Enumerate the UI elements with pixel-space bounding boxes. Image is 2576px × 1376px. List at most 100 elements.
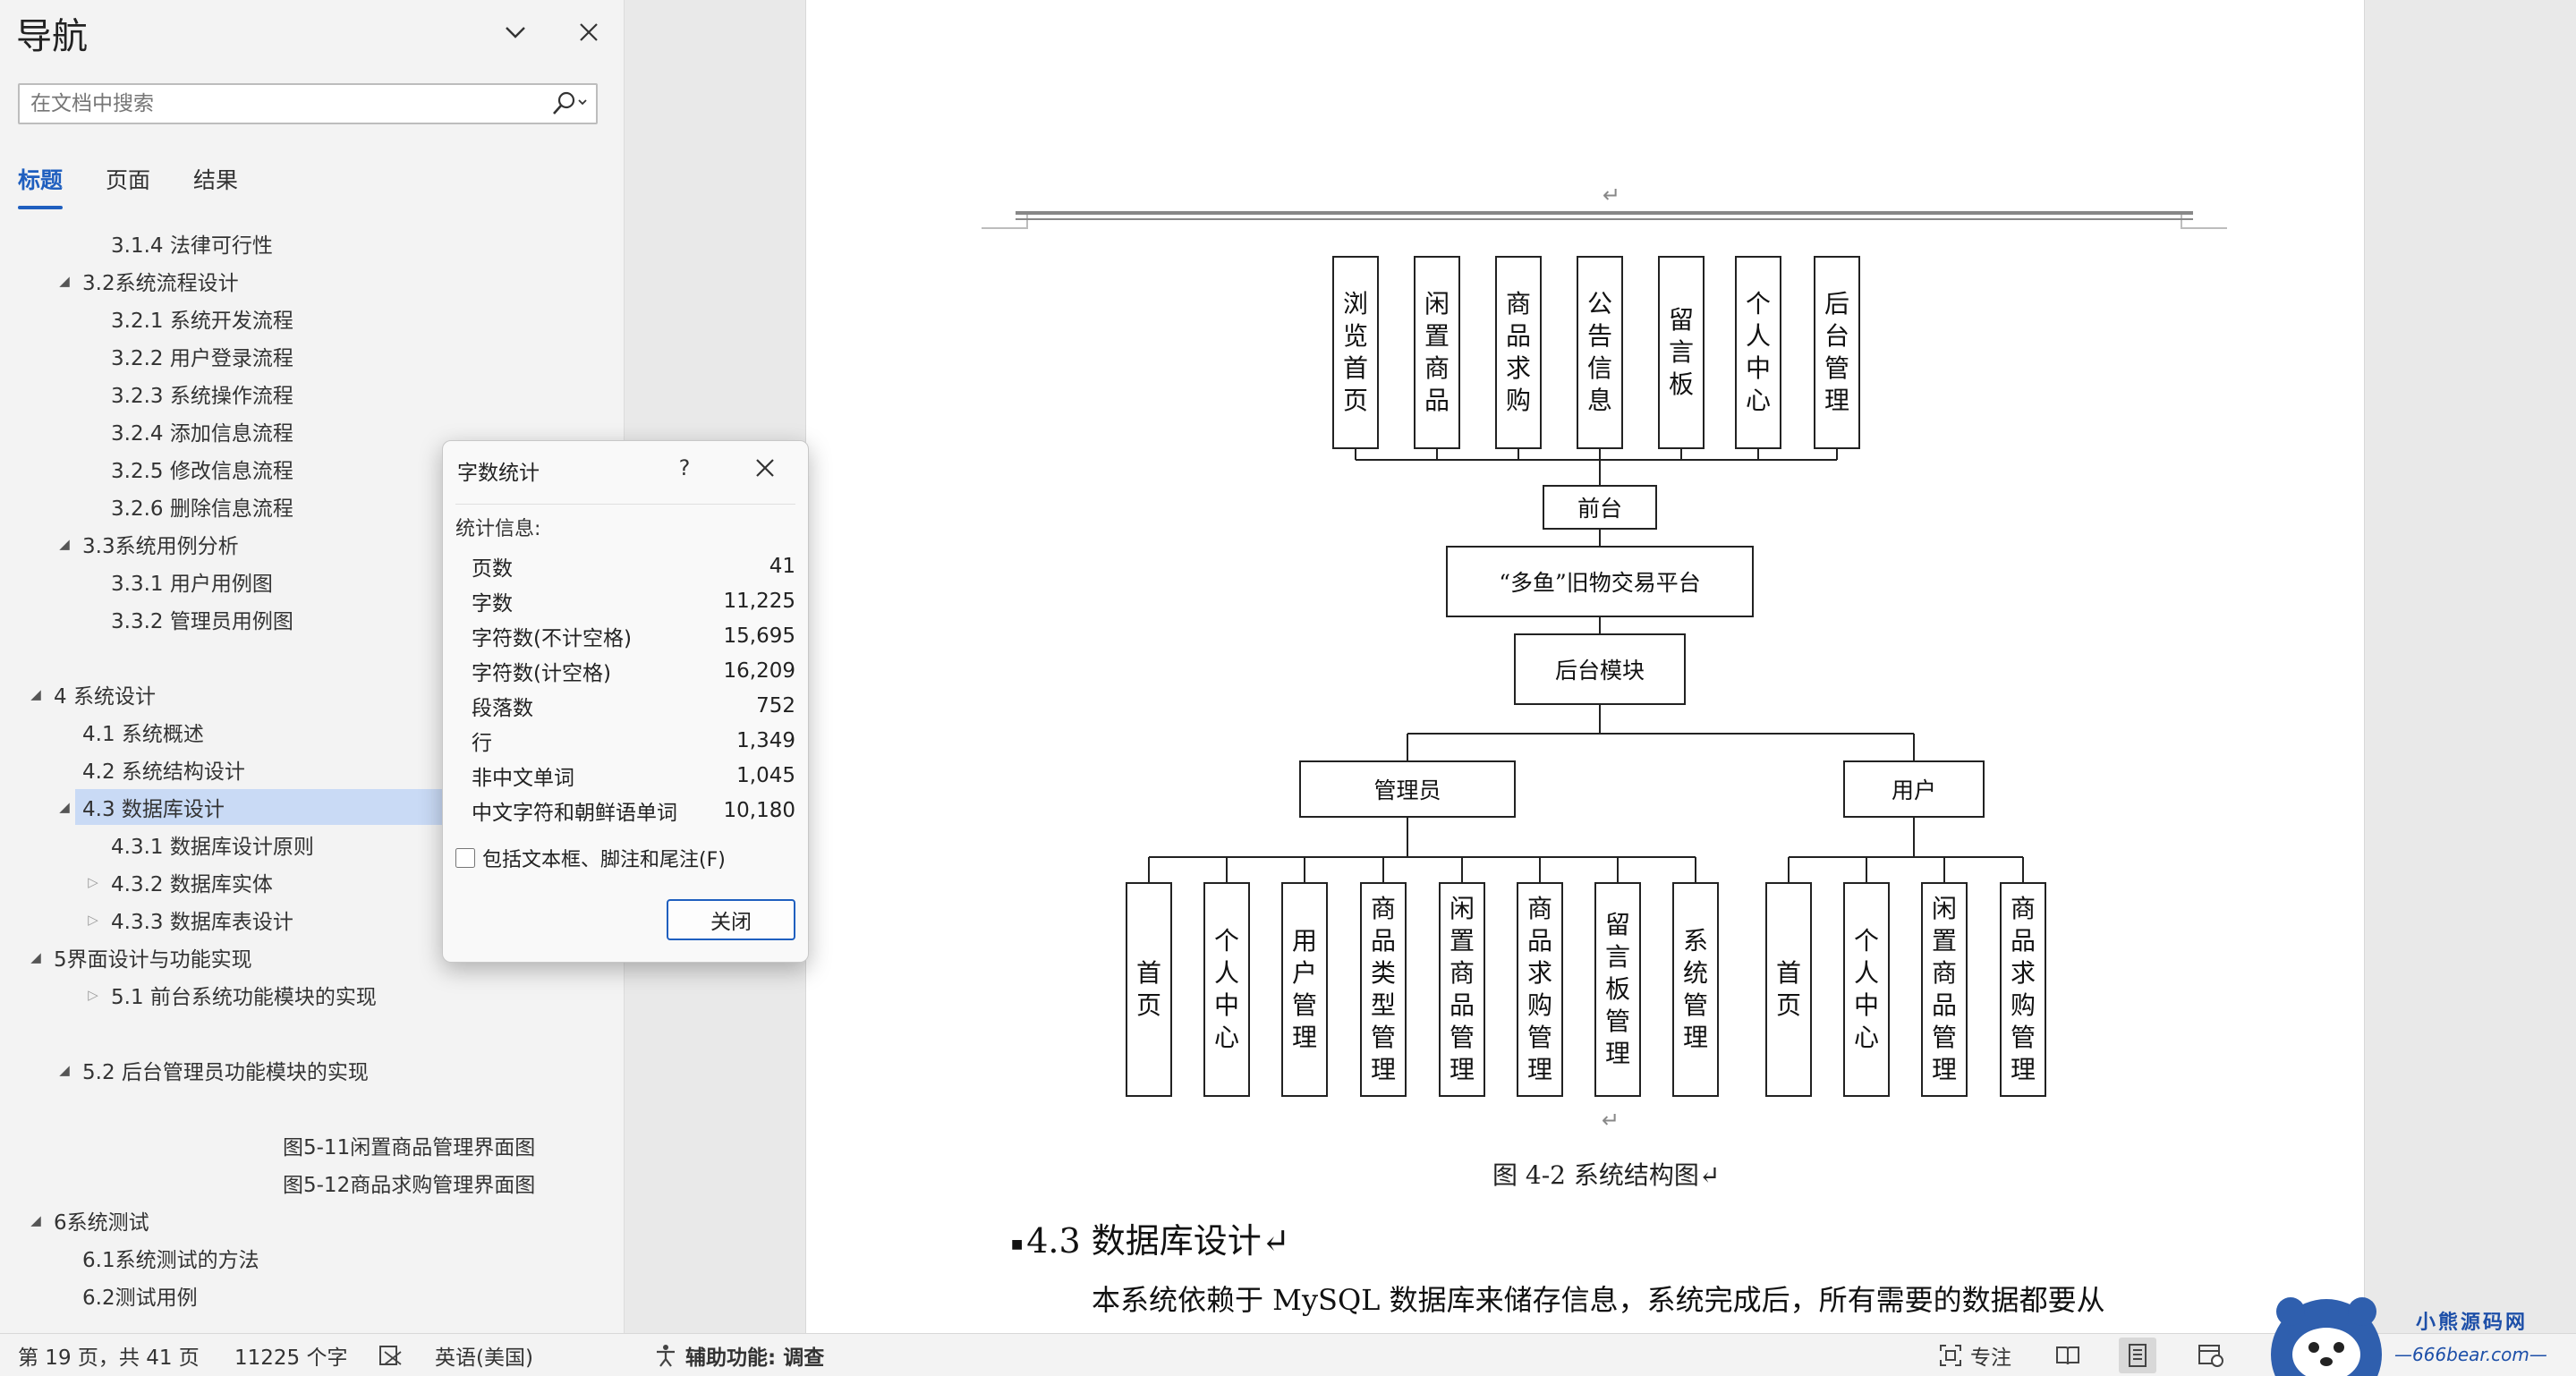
- nav-close-button[interactable]: [571, 14, 607, 50]
- stat-row: 字符数(计空格)16,209: [472, 653, 795, 688]
- nav-item[interactable]: 6.1系统测试的方法: [82, 1240, 259, 1276]
- nav-item[interactable]: 3.2.6 删除信息流程: [111, 488, 293, 524]
- diagram-connectors: [1148, 449, 2024, 882]
- stat-label: 中文字符和朝鲜语单词: [472, 801, 677, 825]
- crop-mark: [982, 227, 1028, 229]
- stat-value: 752: [756, 693, 795, 718]
- help-button[interactable]: ?: [678, 455, 691, 480]
- nav-item[interactable]: 3.2.1 系统开发流程: [111, 301, 293, 336]
- search-input[interactable]: [20, 85, 548, 123]
- nav-item-label: 4 系统设计: [54, 685, 156, 709]
- stats-heading: 统计信息:: [455, 518, 541, 540]
- crop-mark: [1026, 211, 1028, 229]
- nav-item-label: 4.3 数据库设计: [82, 798, 225, 821]
- expanded-arrow-icon[interactable]: ◢: [30, 686, 41, 702]
- stat-label: 字数: [472, 591, 513, 616]
- collapsed-arrow-icon[interactable]: ▷: [88, 987, 98, 1003]
- section-heading-text: 4.3 数据库设计↵: [1026, 1221, 1290, 1261]
- chevron-down-icon: [506, 27, 525, 38]
- stat-value: 1,045: [736, 763, 795, 787]
- nav-item[interactable]: 3.3.1 用户用例图: [111, 564, 273, 599]
- tab-headings[interactable]: 标题: [18, 163, 64, 209]
- expanded-arrow-icon[interactable]: ◢: [59, 273, 70, 289]
- nav-item[interactable]: 5界面设计与功能实现: [54, 939, 252, 975]
- tab-results[interactable]: 结果: [193, 167, 239, 193]
- nav-item-label: 5.2 后台管理员功能模块的实现: [82, 1061, 369, 1084]
- stat-value: 15,695: [723, 624, 795, 648]
- stat-label: 行: [472, 731, 492, 755]
- nav-item[interactable]: 3.2系统流程设计: [82, 263, 239, 299]
- page-info[interactable]: 第 19 页，共 41 页: [18, 1346, 200, 1370]
- nav-item[interactable]: 3.2.2 用户登录流程: [111, 338, 293, 374]
- focus-mode-button[interactable]: 专注: [1938, 1334, 2011, 1376]
- front-module-box: 后台管理: [1814, 256, 1860, 449]
- nav-item[interactable]: 5.1 前台系统功能模块的实现: [111, 977, 377, 1013]
- nav-item[interactable]: 3.3系统用例分析: [82, 526, 239, 562]
- crop-mark: [2181, 211, 2182, 229]
- collapsed-arrow-icon[interactable]: ▷: [88, 912, 98, 928]
- user-box: 用户: [1843, 760, 1985, 818]
- stat-row: 字符数(不计空格)15,695: [472, 618, 795, 653]
- header-rule: [1016, 218, 2193, 220]
- language-status[interactable]: 英语(美国): [435, 1346, 533, 1370]
- backend-box: 后台模块: [1514, 633, 1686, 705]
- front-module-box: 闲置商品: [1414, 256, 1460, 449]
- nav-item[interactable]: 4 系统设计: [54, 676, 156, 712]
- nav-item-label: 4.3.3 数据库表设计: [111, 911, 293, 934]
- nav-item[interactable]: 3.2.4 添加信息流程: [111, 413, 293, 449]
- platform-box: “多鱼”旧物交易平台: [1446, 546, 1754, 617]
- nav-item[interactable]: 4.3 数据库设计: [75, 789, 442, 825]
- nav-item[interactable]: 3.2.3 系统操作流程: [111, 376, 293, 412]
- expanded-arrow-icon[interactable]: ◢: [59, 1062, 70, 1078]
- expanded-arrow-icon[interactable]: ◢: [30, 1212, 41, 1228]
- nav-tabs: 标题 页面 结果: [18, 163, 238, 209]
- web-layout-button[interactable]: [2192, 1338, 2230, 1373]
- stat-value: 11,225: [723, 589, 795, 613]
- search-button[interactable]: [544, 87, 594, 121]
- nav-item[interactable]: 4.3.2 数据库实体: [111, 864, 273, 900]
- expanded-arrow-icon[interactable]: ◢: [59, 536, 70, 552]
- expanded-arrow-icon[interactable]: ◢: [59, 799, 70, 815]
- admin-module-box: 用户管理: [1281, 882, 1328, 1097]
- close-button[interactable]: 关闭: [667, 899, 795, 940]
- nav-item[interactable]: 3.3.2 管理员用例图: [111, 601, 293, 637]
- nav-item[interactable]: 4.3.1 数据库设计原则: [111, 827, 314, 862]
- nav-options-button[interactable]: [497, 14, 533, 50]
- nav-item[interactable]: 4.3.3 数据库表设计: [111, 902, 293, 938]
- nav-item[interactable]: 6.2测试用例: [82, 1278, 198, 1313]
- include-textboxes-option[interactable]: 包括文本框、脚注和尾注(F): [455, 844, 726, 872]
- front-module-box: 公告信息: [1577, 256, 1623, 449]
- print-layout-button[interactable]: [2119, 1338, 2156, 1373]
- focus-label: 专注: [1970, 1346, 2011, 1370]
- nav-item[interactable]: 5.2 后台管理员功能模块的实现: [82, 1052, 369, 1088]
- nav-item-label: 4.3.1 数据库设计原则: [111, 836, 314, 859]
- word-count-status[interactable]: 11225 个字: [234, 1346, 348, 1370]
- include-textboxes-checkbox[interactable]: [455, 848, 475, 868]
- expanded-arrow-icon[interactable]: ◢: [30, 949, 41, 965]
- stat-label: 段落数: [472, 696, 533, 720]
- collapsed-arrow-icon[interactable]: ▷: [88, 874, 98, 890]
- nav-item[interactable]: 6系统测试: [54, 1202, 149, 1238]
- accessibility-status[interactable]: 辅助功能: 调查: [653, 1334, 824, 1376]
- nav-item[interactable]: 4.1 系统概述: [82, 714, 204, 750]
- watermark: [2264, 1292, 2576, 1376]
- tab-pages[interactable]: 页面: [106, 167, 151, 193]
- nav-item[interactable]: 3.2.5 修改信息流程: [111, 451, 293, 487]
- read-mode-button[interactable]: [2049, 1338, 2087, 1373]
- nav-item[interactable]: 4.2 系统结构设计: [82, 752, 245, 787]
- user-module-box: 首页: [1765, 882, 1812, 1097]
- nav-item-label: 4.1 系统概述: [82, 723, 204, 746]
- nav-item-label: 图5-11闲置商品管理界面图: [283, 1136, 536, 1159]
- proofing-status[interactable]: [378, 1334, 404, 1376]
- nav-item[interactable]: 图5-11闲置商品管理界面图: [283, 1127, 535, 1163]
- watermark-title: 小熊源码网: [2416, 1312, 2529, 1334]
- dialog-close-icon-button[interactable]: [747, 450, 783, 486]
- nav-item-label: 4.2 系统结构设计: [82, 760, 245, 784]
- nav-item-label: 5界面设计与功能实现: [54, 948, 252, 972]
- nav-title: 导航: [16, 16, 88, 57]
- nav-item[interactable]: 3.1.4 法律可行性: [111, 225, 273, 261]
- front-module-box: 个人中心: [1735, 256, 1781, 449]
- nav-item[interactable]: 图5-12商品求购管理界面图: [283, 1165, 535, 1201]
